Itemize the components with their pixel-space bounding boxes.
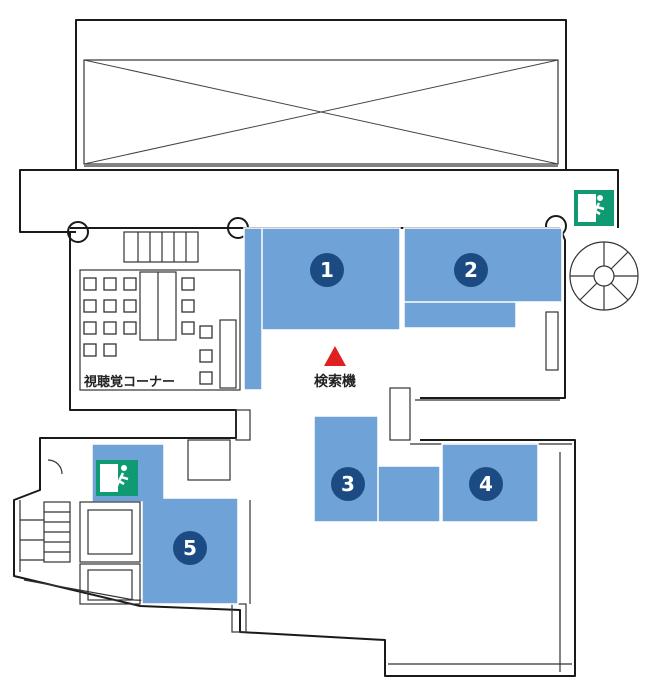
emergency-exit-icon <box>96 460 138 496</box>
zone-1-number: 1 <box>320 258 334 282</box>
search-terminal[interactable]: 検索機 <box>314 346 356 390</box>
zone-4[interactable]: 4 <box>441 443 539 523</box>
av-corner-label: 視聴覚コーナー <box>83 374 175 390</box>
elevator-area <box>79 439 231 605</box>
zone-1[interactable]: 1 <box>243 227 401 391</box>
zone-4-number: 4 <box>479 472 493 496</box>
staircase-upper-left <box>123 231 199 263</box>
zone-5-number: 5 <box>183 536 197 560</box>
void-area <box>75 19 567 171</box>
zone-2[interactable]: 2 <box>403 227 563 329</box>
zone-3[interactable]: 3 <box>313 415 441 523</box>
search-terminal-label: 検索機 <box>314 373 356 390</box>
emergency-exit-icon <box>574 190 614 226</box>
zone-3-number: 3 <box>341 472 355 496</box>
spiral-staircase <box>569 241 639 311</box>
zone-2-number: 2 <box>464 258 478 282</box>
staircase-lower-left <box>20 459 71 563</box>
outer-walls <box>13 169 619 677</box>
av-corner: 視聴覚コーナー <box>79 269 241 391</box>
red-triangle-marker-icon <box>324 346 346 366</box>
